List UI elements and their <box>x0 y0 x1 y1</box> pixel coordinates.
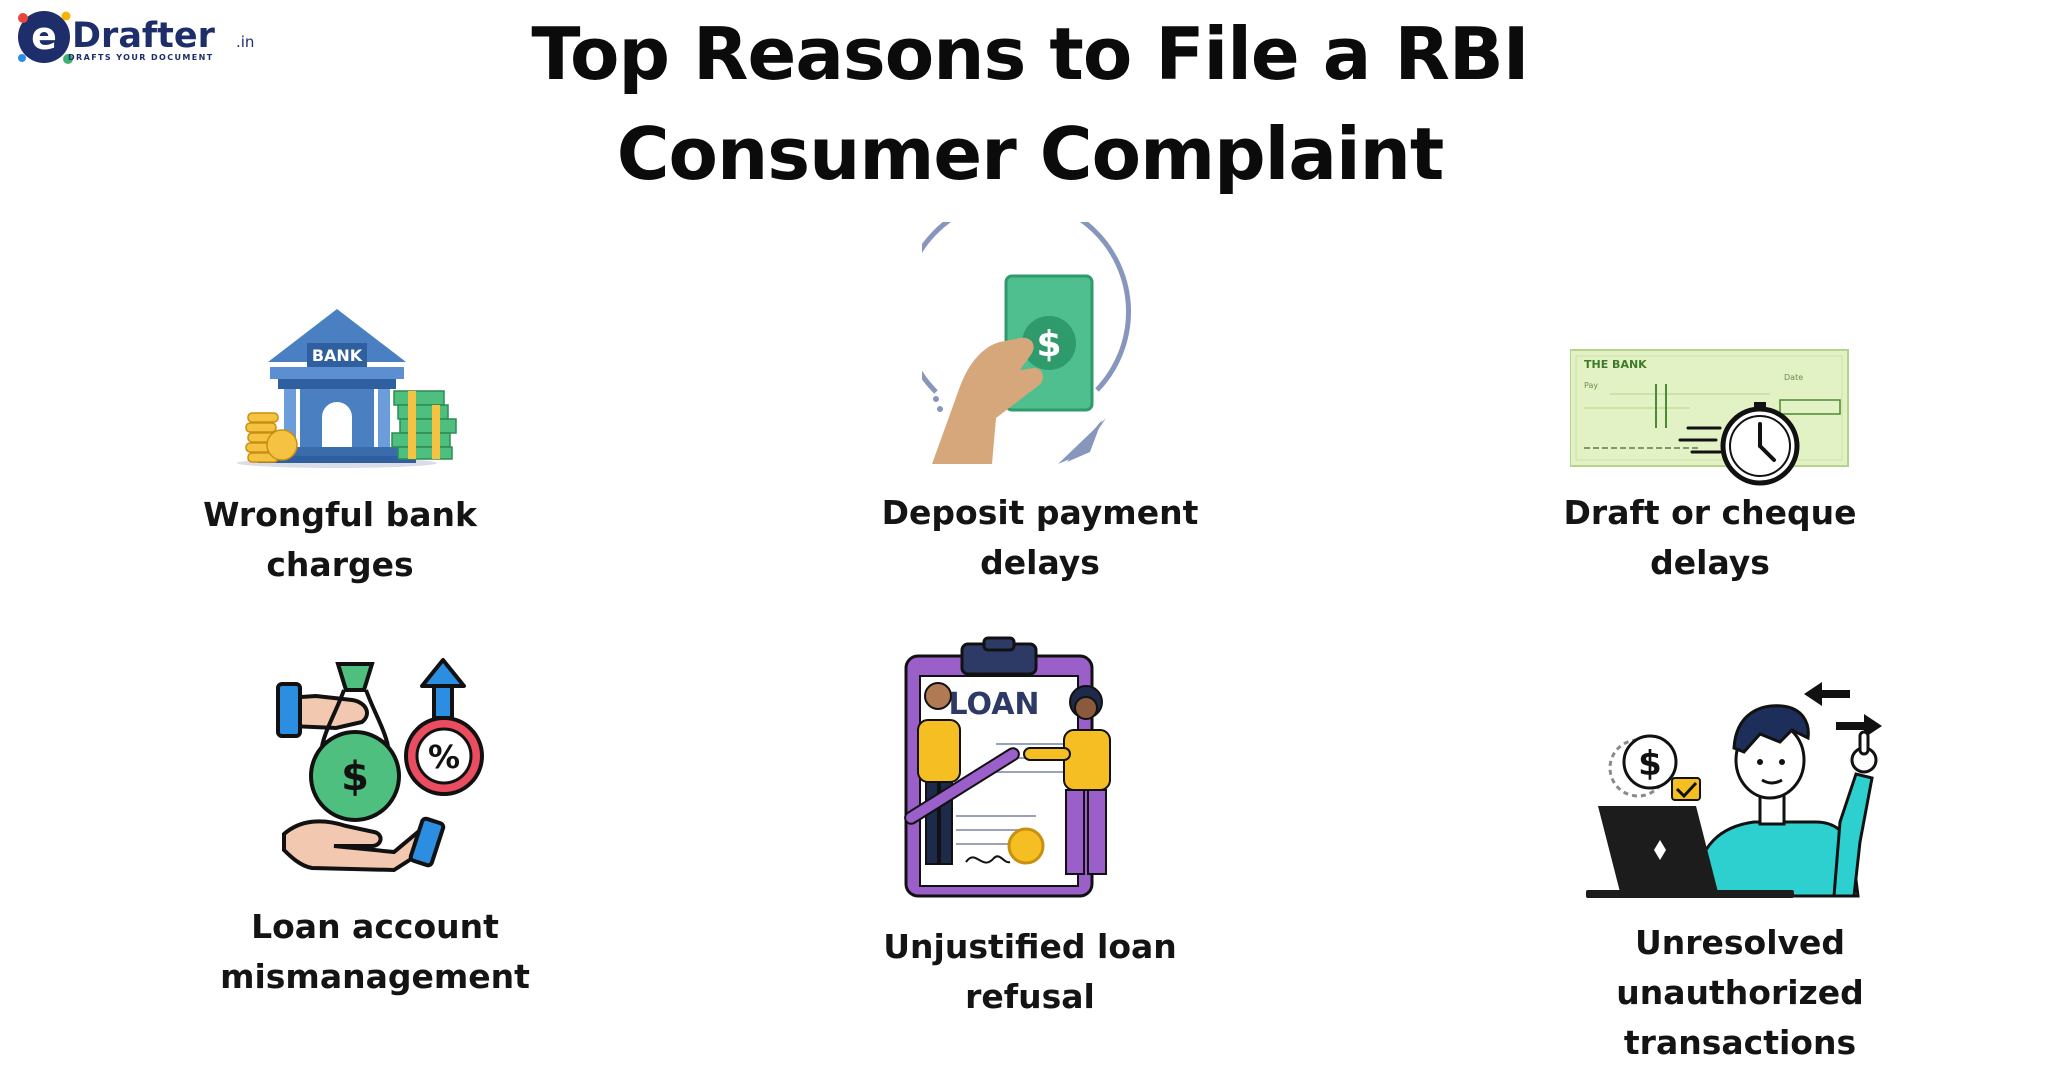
logo-mark-icon: e <box>18 11 73 64</box>
svg-text:$: $ <box>1036 324 1061 365</box>
reason-caption-1: Wrongful bank charges <box>203 495 477 584</box>
hand-cash-refund-icon: $ <box>922 222 1162 468</box>
logo-mark-text: e <box>31 14 57 58</box>
reason-caption-6: Unresolved unauthorized transactions <box>1616 923 1864 1062</box>
logo-tagline: DRAFTS YOUR DOCUMENT <box>68 53 214 62</box>
page-title: Top Reasons to File a RBI Consumer Compl… <box>531 12 1529 196</box>
money-bag-percent-icon: $ % <box>276 656 496 876</box>
svg-text:%: % <box>428 738 460 776</box>
reason-caption-3: Draft or cheque delays <box>1563 493 1857 582</box>
cheque-pay-label: Pay <box>1584 381 1598 390</box>
svg-text:$: $ <box>1638 744 1662 784</box>
loan-clipboard-people-icon: LOAN <box>886 636 1146 900</box>
svg-text:$: $ <box>341 754 369 800</box>
logo-wordmark: Drafter <box>72 16 216 56</box>
cheque-date-label: Date <box>1784 373 1803 382</box>
reason-caption-4: Loan account mismanagement <box>220 907 530 996</box>
bank-sign-text: BANK <box>312 346 363 365</box>
cheque-bank-name: THE BANK <box>1584 358 1647 371</box>
reason-caption-5: Unjustified loan refusal <box>883 927 1177 1016</box>
logo-suffix: .in <box>236 33 254 51</box>
reason-caption-2: Deposit payment delays <box>881 493 1199 582</box>
loan-clipboard-text: LOAN <box>948 687 1039 722</box>
cheque-clock-icon: THE BANK Pay Date <box>1570 344 1860 486</box>
bank-with-money-icon: BANK <box>232 305 472 470</box>
edrafter-logo: e Drafter .in DRAFTS YOUR DOCUMENT <box>14 4 274 72</box>
person-laptop-transfer-icon: $ <box>1584 682 1894 902</box>
